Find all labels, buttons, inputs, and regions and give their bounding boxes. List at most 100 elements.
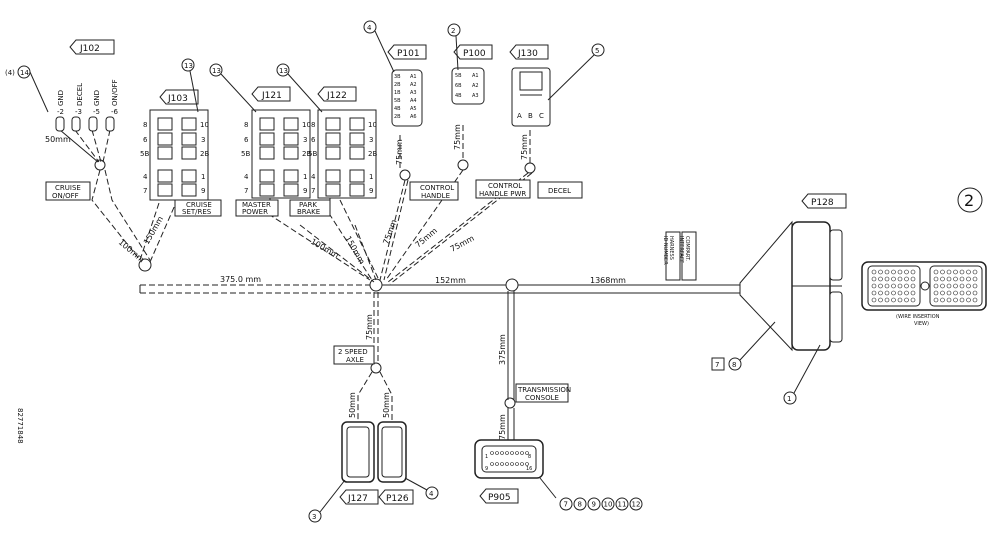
j122-pin-l2: 6	[311, 136, 316, 144]
insertion-left-cavity	[897, 276, 903, 282]
insertion-right-cavity	[946, 276, 952, 282]
p905-pin-8: 8	[528, 454, 531, 460]
label-box-transmission-console	[515, 383, 569, 403]
insertion-right-cavity	[953, 283, 958, 289]
p100-pin-r3: A3	[472, 93, 479, 99]
splice-node-transmission	[505, 278, 519, 292]
p101-pin-l1: 3B	[394, 74, 401, 80]
sheet-number-circle	[957, 187, 983, 213]
label-decel: DECEL	[548, 187, 571, 195]
j121-pin-l3: 5B	[241, 150, 250, 158]
insertion-left-cavity	[878, 297, 883, 303]
insertion-left-cavity	[871, 290, 877, 296]
insertion-right-cavity	[940, 269, 945, 275]
splice-node-axle	[370, 362, 382, 374]
callout-4-bot: 4	[429, 490, 434, 498]
callout-3: 3	[312, 513, 316, 521]
p101-pin-r5: A5	[410, 106, 417, 112]
insertion-right-cavity	[953, 276, 958, 282]
insertion-left-cavity	[904, 269, 909, 275]
j102-tag: J102	[79, 44, 100, 54]
splice-node-p101	[399, 169, 411, 181]
j130-tag: J130	[517, 49, 538, 59]
label-box-harness-id	[665, 231, 681, 281]
p101-tag: P101	[397, 49, 420, 59]
j121-pin-r2: 3	[303, 136, 307, 144]
j130-pin-a: A	[517, 112, 522, 120]
j122-pin-l5: 7	[311, 187, 315, 195]
j102-pin-num-3: -5	[93, 108, 100, 116]
insertion-right-cavity	[959, 283, 965, 289]
callout-8-a: 8	[732, 361, 736, 369]
insertion-right-cavity	[966, 283, 971, 289]
j121-pin-r5: 9	[303, 187, 307, 195]
callout-13-c: 13	[279, 67, 288, 75]
insertion-right-cavity	[953, 290, 958, 296]
insertion-left-cavity	[904, 290, 909, 296]
j121-pin-l2: 6	[244, 136, 249, 144]
callout-4-paren: (4)	[5, 69, 15, 77]
j121-pin-l1: 8	[244, 121, 248, 129]
p905-callout-circle	[573, 497, 587, 511]
p101-pin-l3: 1B	[394, 90, 401, 96]
p905-cavity	[515, 451, 519, 455]
p905-cavity	[490, 462, 494, 466]
dim-75-axle: 75mm	[365, 314, 374, 340]
insertion-right-cavity	[933, 297, 939, 303]
p905-cavity	[495, 462, 499, 466]
j121-pin-r4: 1	[303, 173, 307, 181]
splice-node-left	[138, 258, 152, 272]
p905-cavity	[495, 451, 499, 455]
insertion-left-cavity	[910, 290, 916, 296]
j122-tag: J122	[326, 91, 347, 101]
p100-pin-l1: 5B	[455, 73, 462, 79]
p905-callout-10: 10	[604, 501, 613, 509]
j121-pin-l4: 4	[244, 173, 249, 181]
dim-75-c: 75mm	[449, 234, 476, 254]
connector-j127: J127 3	[308, 421, 379, 523]
dim-75-a: 75mm	[381, 218, 398, 245]
insertion-right-cavity	[940, 276, 945, 282]
insertion-right-cavity	[946, 297, 952, 303]
p101-pin-l6: 2B	[394, 114, 401, 120]
j102-pin-name-2: DECEL	[76, 83, 84, 106]
dim-100-b: 100mm	[309, 237, 340, 260]
p126-tag: P126	[386, 494, 409, 504]
insertion-left-cavity	[871, 297, 877, 303]
insertion-right-cavity	[972, 297, 978, 303]
insertion-left-cavity	[878, 283, 883, 289]
insertion-left-cavity	[891, 269, 896, 275]
insertion-left-cavity	[884, 283, 890, 289]
insertion-right-cavity	[953, 269, 958, 275]
insertion-left-cavity	[871, 269, 877, 275]
insertion-left-cavity	[904, 276, 909, 282]
callout-14: 14	[20, 69, 29, 77]
j102-pin-name-4: ON/OFF	[111, 79, 119, 106]
j122-pin-l3: 5B	[308, 150, 317, 158]
p905-cavity	[490, 451, 494, 455]
callout-4-top: 4	[367, 24, 372, 32]
side-code: 82771848	[16, 408, 24, 444]
j103-tag: J103	[167, 94, 188, 104]
p905-cavity	[520, 462, 524, 466]
p905-cavity	[525, 451, 529, 455]
p905-callout-12: 12	[632, 501, 641, 509]
insertion-right-cavity	[953, 297, 958, 303]
p101-body	[391, 69, 423, 127]
j102-pin-num-4: -6	[111, 108, 119, 116]
j130-pin-c: C	[539, 112, 544, 120]
p905-tag: P905	[488, 493, 511, 503]
j121-pin-r1: 10	[302, 121, 311, 129]
p100-pin-l2: 6B	[455, 83, 462, 89]
p905-callout-circle	[615, 497, 629, 511]
insertion-left-cavity	[884, 297, 890, 303]
insertion-left-cavity	[878, 276, 883, 282]
callout-1: 1	[787, 395, 791, 403]
insertion-left-cavity	[904, 283, 909, 289]
connector-p101: P101 3B 2B 1B 5B 4B 2B A1 A2 A3 A4 A5 A6…	[363, 20, 427, 127]
j103-pin-r2: 3	[201, 136, 205, 144]
insertion-left-cavity	[897, 269, 903, 275]
p905-callout-circle	[601, 497, 615, 511]
